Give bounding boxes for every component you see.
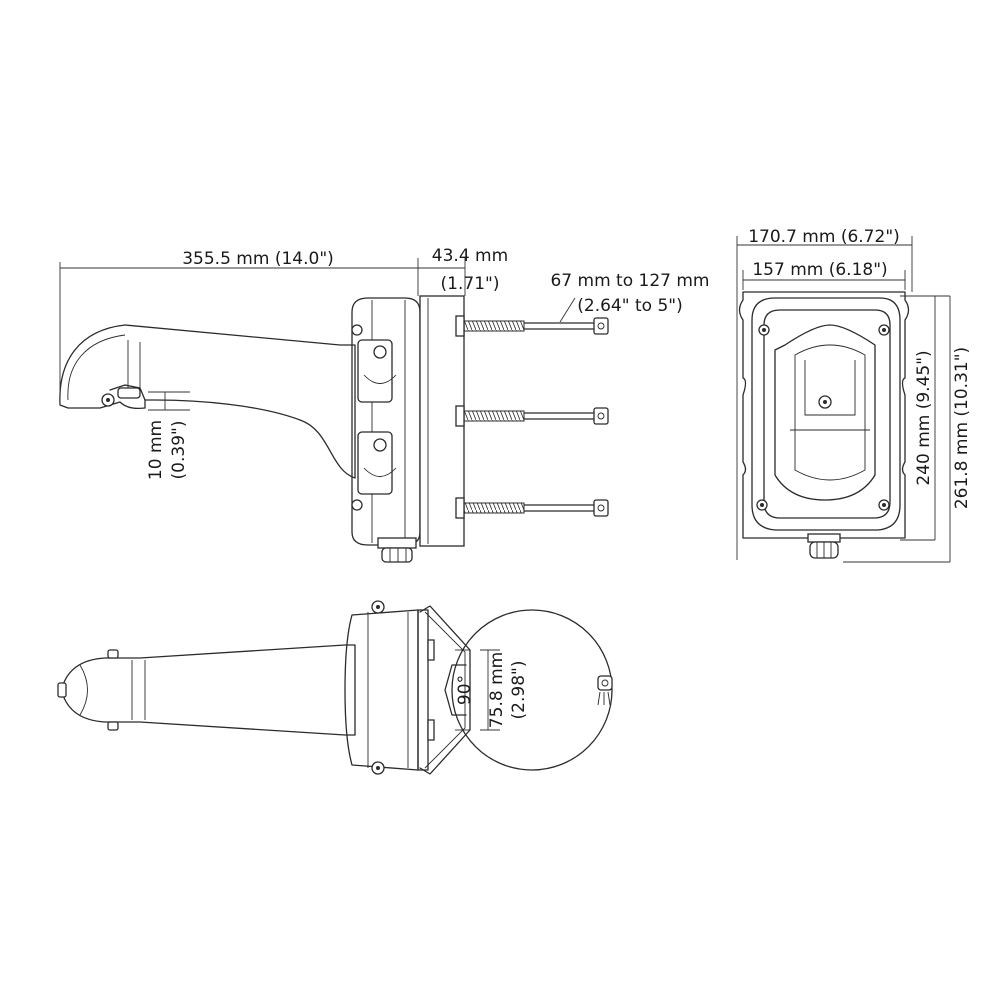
- front-view: [736, 236, 951, 563]
- front-cable-gland-icon: [807, 533, 841, 559]
- box-screw-top-icon: [351, 324, 363, 336]
- label-inner-height: 240 mm (9.45"): [914, 350, 934, 485]
- label-outer-width: 170.7 mm (6.72"): [748, 227, 900, 247]
- label-drop-mm: 10 mm: [146, 420, 166, 480]
- threaded-rods: [455, 315, 609, 519]
- label-angle: 90°: [455, 675, 475, 705]
- label-pole-min-in: (2.98"): [509, 661, 529, 720]
- side-junction-box: [351, 297, 421, 546]
- top-rod-nut-icon: [597, 675, 613, 706]
- top-back-plate: [417, 609, 429, 771]
- side-cable-gland-icon: [377, 537, 417, 563]
- label-drop-in: (0.39"): [169, 421, 189, 480]
- front-corner-screws: [756, 324, 890, 511]
- label-outer-height: 261.8 mm (10.31"): [952, 347, 972, 509]
- front-gasket: [751, 297, 901, 531]
- label-pole-min-mm: 75.8 mm: [487, 652, 507, 728]
- label-pole-range-mm: 67 mm to 127 mm: [550, 271, 709, 291]
- top-arm: [61, 644, 356, 736]
- top-pole: [451, 609, 613, 771]
- top-v-clamp: [419, 605, 471, 775]
- label-box-depth-in: (1.71"): [441, 274, 500, 294]
- top-junction-box: [344, 609, 419, 771]
- side-arm: [59, 324, 356, 479]
- front-outer-housing: [738, 291, 910, 539]
- label-inner-width: 157 mm (6.18"): [752, 260, 887, 280]
- label-pole-range-in: (2.64" to 5"): [577, 296, 682, 316]
- label-arm-length: 355.5 mm (14.0"): [182, 249, 334, 269]
- label-box-depth-mm: 43.4 mm: [432, 246, 508, 266]
- box-screw-bottom-icon: [351, 499, 363, 511]
- top-view: [57, 600, 613, 775]
- side-view: [59, 258, 609, 563]
